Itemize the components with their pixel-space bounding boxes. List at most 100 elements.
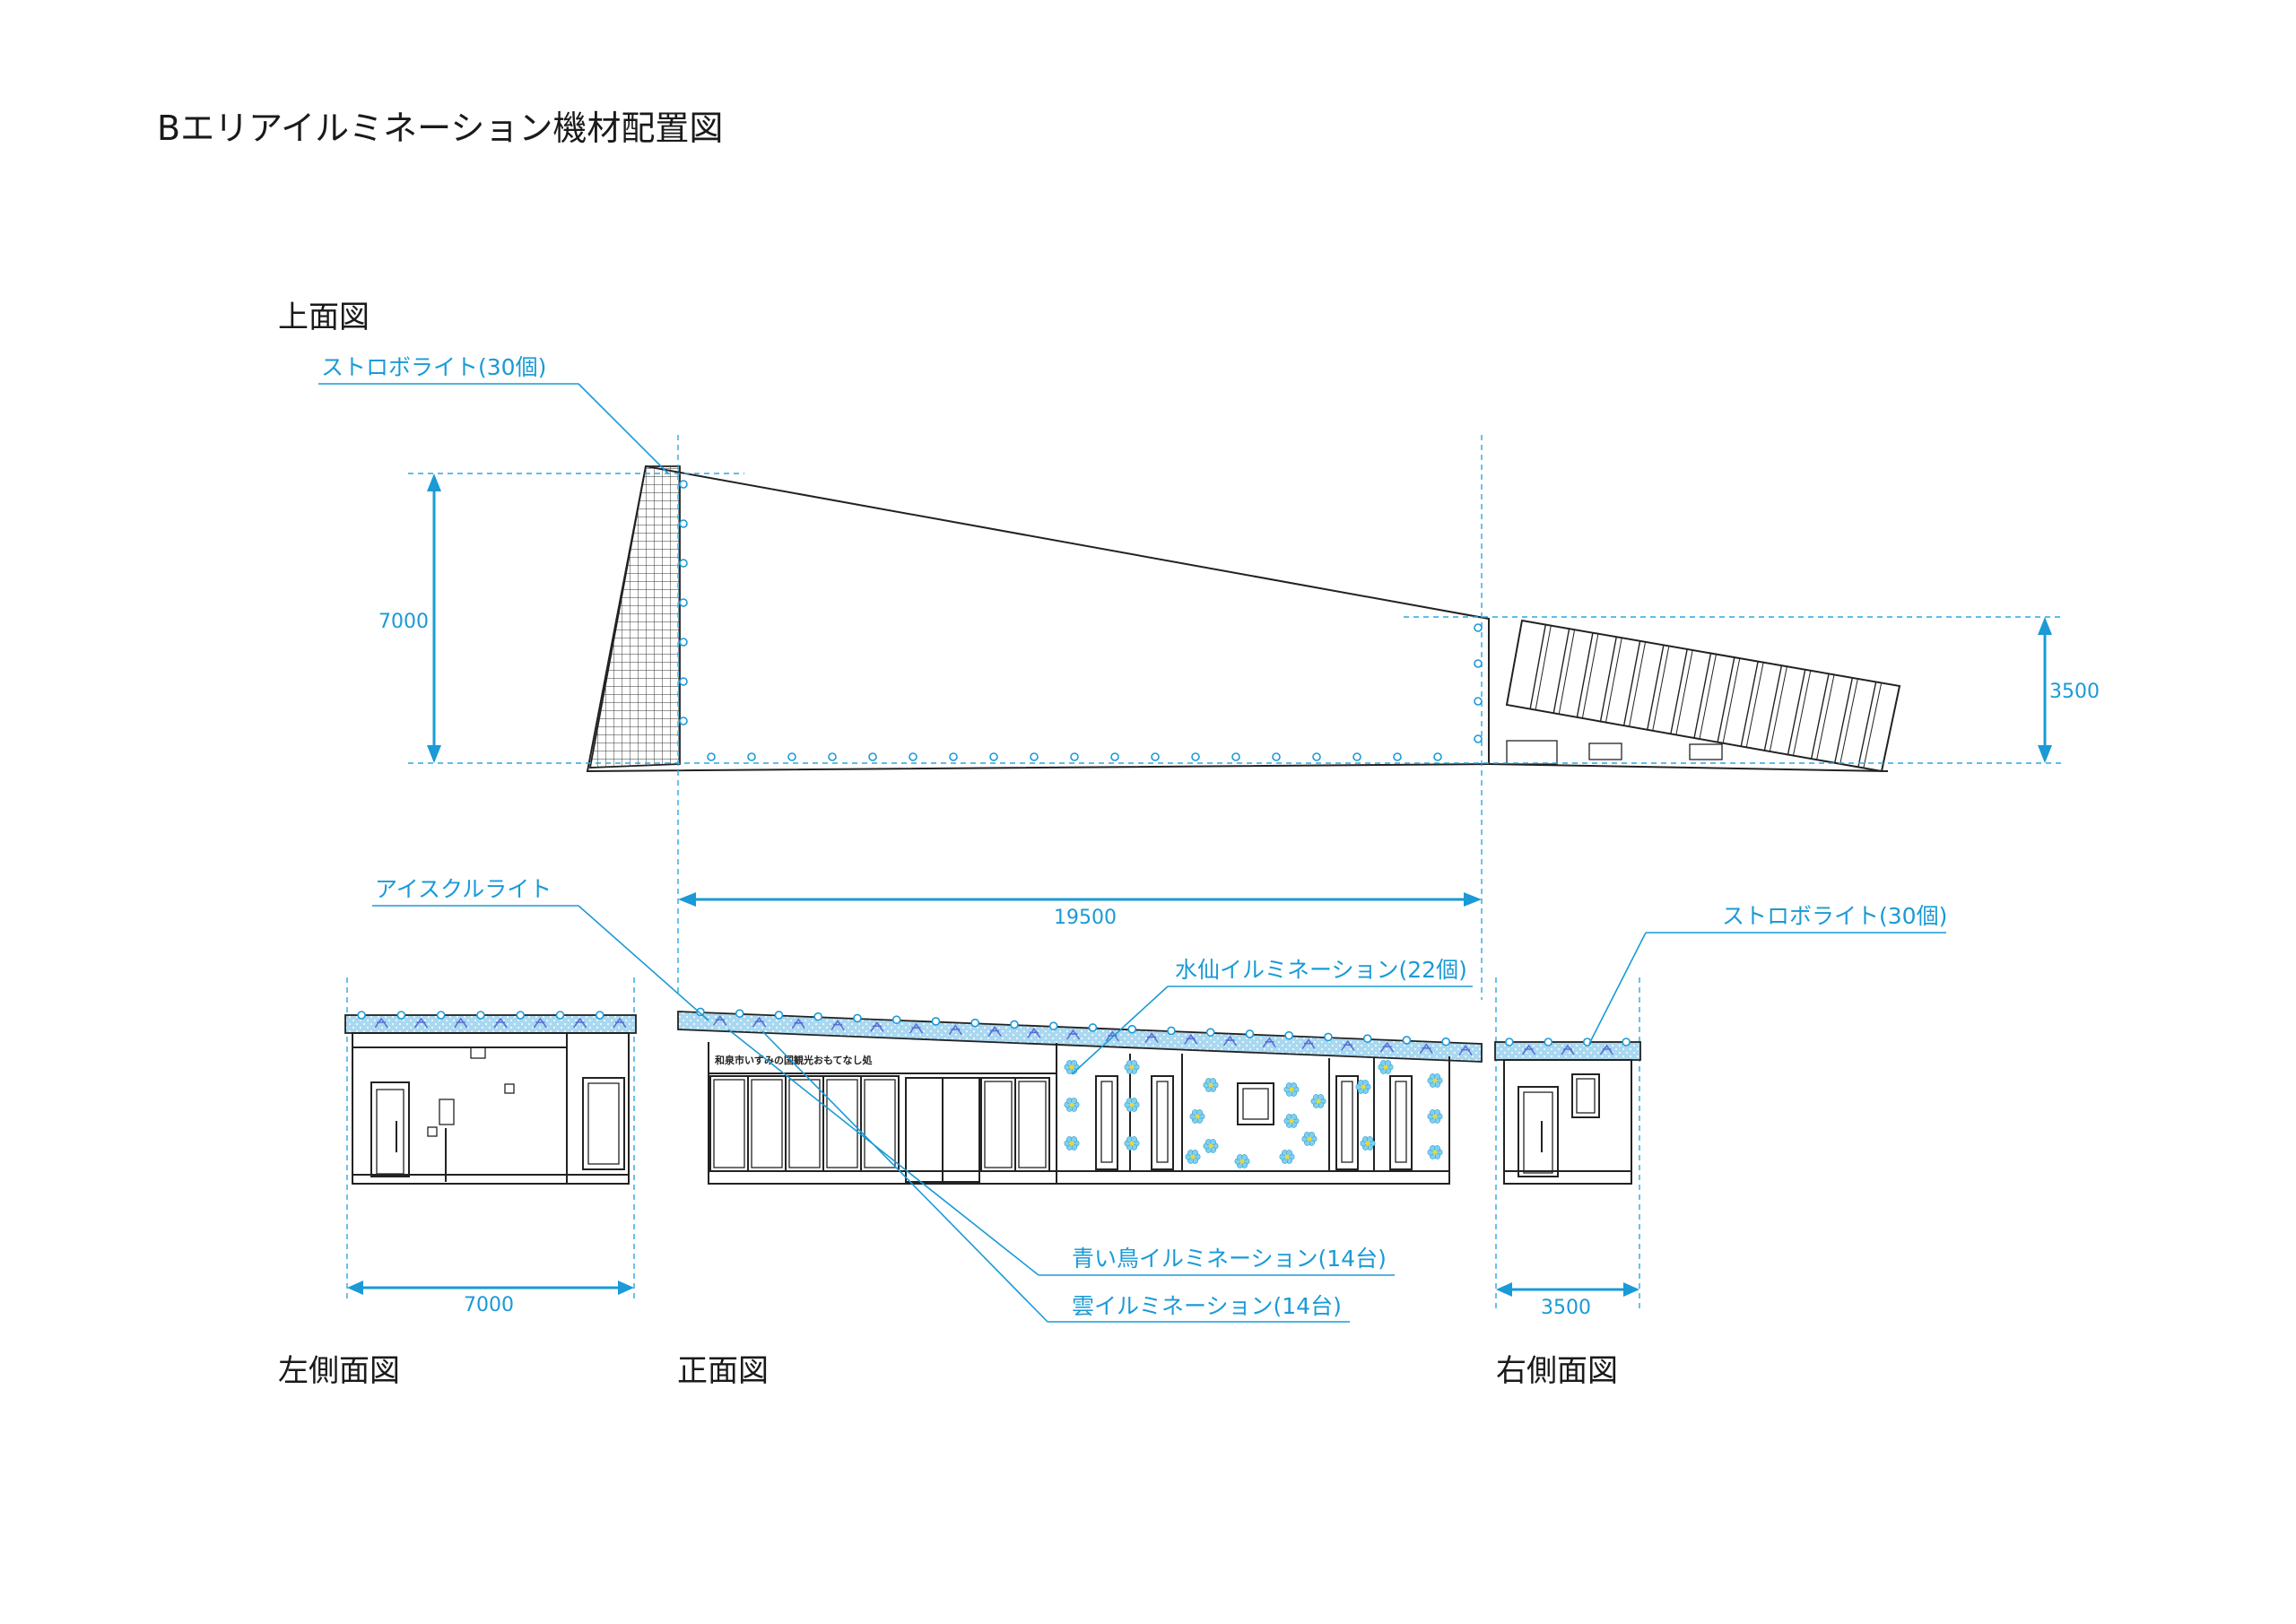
strobe-light xyxy=(696,1007,705,1017)
bluebird-light xyxy=(1419,1043,1433,1055)
strobe-light xyxy=(868,752,877,761)
bluebird-light xyxy=(1599,1044,1614,1055)
suisen-lights xyxy=(1064,1060,1443,1168)
dim-right-width-label: 3500 xyxy=(1541,1297,1591,1319)
strobe-light xyxy=(1622,1038,1631,1046)
bluebird-light xyxy=(413,1017,429,1029)
strobe-light xyxy=(1441,1037,1450,1046)
drawing-title: Bエリアイルミネーション機材配置図 xyxy=(157,109,723,148)
suisen-flower-icon xyxy=(1064,1136,1080,1151)
strobe-light xyxy=(707,752,716,761)
bluebird-light xyxy=(533,1017,548,1029)
dim-top-depth-label: 7000 xyxy=(378,611,429,633)
annex-louvers xyxy=(1505,619,1901,773)
strobe-light xyxy=(1245,1029,1255,1038)
strobe-light xyxy=(828,752,837,761)
strobe-light xyxy=(1505,1038,1514,1046)
dim-top-depth: 7000 xyxy=(378,473,441,763)
callout-strobe-right: ストロボライト(30個) xyxy=(1588,903,1947,1045)
bluebird-light xyxy=(1458,1045,1473,1056)
callout-strobe-top: ストロボライト(30個) xyxy=(318,354,669,474)
dim-front-width-label: 19500 xyxy=(1054,907,1117,929)
strobe-light xyxy=(787,752,796,761)
top-view: 7000 3500 ストロボライト(30個) xyxy=(318,354,2100,1000)
front-view-title: 正面図 xyxy=(677,1353,769,1389)
suisen-flower-icon xyxy=(1427,1145,1443,1159)
annex-unit-3 xyxy=(1689,743,1723,760)
strobe-light xyxy=(1191,752,1200,761)
suisen-flower-icon xyxy=(1427,1073,1443,1088)
strobe-light xyxy=(1544,1038,1553,1046)
dim-annex-depth: 3500 xyxy=(2038,617,2100,763)
strobe-light xyxy=(735,1009,744,1018)
strobe-light xyxy=(949,752,958,761)
strobe-light xyxy=(909,752,918,761)
strobe-light xyxy=(1393,752,1402,761)
bluebird-light xyxy=(713,1014,727,1026)
suisen-flower-icon xyxy=(1279,1150,1295,1164)
strobe-light xyxy=(1474,659,1483,668)
bluebird-light xyxy=(987,1026,1002,1038)
strobe-light xyxy=(1433,752,1442,761)
strobe-light xyxy=(396,1011,406,1020)
bluebird-light xyxy=(572,1017,587,1029)
strobe-light xyxy=(679,559,688,568)
suisen-flower-icon xyxy=(1234,1154,1250,1168)
facade-sign: 和泉市いずみの国観光おもてなし処 xyxy=(715,1054,874,1066)
strobe-light xyxy=(1474,697,1483,706)
strobe-light xyxy=(679,480,688,489)
strobe-light xyxy=(1312,752,1321,761)
strobe-light xyxy=(774,1011,784,1020)
suisen-flower-icon xyxy=(1203,1139,1219,1153)
suisen-flower-icon xyxy=(1124,1060,1140,1074)
suisen-flower-icon xyxy=(1355,1080,1371,1094)
right-view-title: 右側面図 xyxy=(1496,1353,1618,1389)
suisen-flower-icon xyxy=(1378,1060,1394,1074)
strobe-light xyxy=(1474,734,1483,743)
annex-unit-1 xyxy=(1506,740,1558,765)
strobe-light xyxy=(1010,1020,1019,1029)
bluebird-light xyxy=(1184,1033,1198,1045)
strobe-light xyxy=(813,1012,822,1021)
bluebird-light xyxy=(1144,1032,1159,1044)
strobe-light xyxy=(1110,752,1119,761)
bluebird-light xyxy=(870,1020,884,1032)
bluebird-light xyxy=(1262,1037,1276,1048)
dim-front-width: 19500 xyxy=(678,892,1482,929)
callout-bluebird: 青い鳥イルミネーション(14台) xyxy=(727,1029,1395,1276)
bluebird-light xyxy=(791,1018,805,1029)
bluebird-light xyxy=(613,1017,627,1029)
strobe-light xyxy=(595,1011,604,1020)
strobe-light xyxy=(516,1011,526,1020)
callout-cloud: 雲イルミネーション(14台) xyxy=(761,1030,1350,1323)
bluebird-light xyxy=(1065,1029,1081,1040)
strobe-light xyxy=(1474,623,1483,632)
dim-left-width-label: 7000 xyxy=(464,1294,514,1316)
suisen-flower-icon xyxy=(1189,1109,1205,1124)
strobe-light xyxy=(1284,1030,1293,1040)
strobe-light xyxy=(1205,1028,1215,1037)
dim-annex-depth-label: 3500 xyxy=(2049,681,2100,703)
bluebird-light xyxy=(948,1024,962,1036)
strobe-light xyxy=(555,1011,565,1020)
suisen-flower-icon xyxy=(1064,1098,1080,1112)
bluebird-light xyxy=(374,1017,388,1029)
strobe-light xyxy=(1352,752,1361,761)
bluebird-light xyxy=(909,1022,924,1034)
suisen-flower-icon xyxy=(1124,1136,1140,1151)
callout-icicle-label: アイスクルライト xyxy=(375,876,552,902)
strobe-lights-top xyxy=(679,480,1483,761)
strobe-light xyxy=(1362,1034,1372,1043)
bluebird-light xyxy=(1027,1027,1041,1038)
strobe-light xyxy=(747,752,756,761)
suisen-flower-icon xyxy=(1185,1150,1201,1164)
strobe-light xyxy=(1272,752,1281,761)
callout-suisen: 水仙イルミネーション(22個) xyxy=(1071,957,1473,1075)
callout-strobe-right-label: ストロボライト(30個) xyxy=(1722,903,1947,929)
strobe-light xyxy=(1167,1026,1176,1036)
suisen-flower-icon xyxy=(1301,1132,1318,1146)
strobe-light xyxy=(679,598,688,607)
bluebird-light xyxy=(493,1017,508,1029)
strobe-light xyxy=(970,1018,979,1028)
